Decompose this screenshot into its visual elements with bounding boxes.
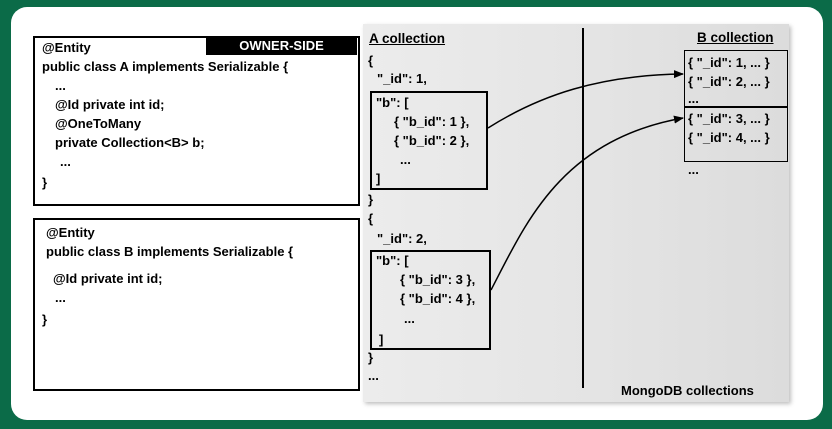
- entity-a-line-1: @Entity: [42, 40, 91, 55]
- entity-b-line-4: ...: [55, 290, 66, 305]
- doc1-ref-2: { "b_id": 2 },: [394, 133, 470, 148]
- b-group-2-ellipsis: ...: [688, 162, 699, 177]
- entity-b-line-2: public class B implements Serializable {: [46, 244, 294, 259]
- entity-a-line-7: ...: [60, 154, 71, 169]
- doc2-close-brace: }: [368, 350, 374, 365]
- entity-b-line-3: @Id private int id;: [53, 271, 163, 286]
- b-group-1-box: [684, 50, 788, 108]
- mongodb-collections-label: MongoDB collections: [621, 383, 754, 398]
- entity-a-line-2: public class A implements Serializable {: [42, 59, 289, 74]
- b-doc-3: { "_id": 3, ... }: [688, 111, 770, 126]
- entity-b-box: [33, 218, 360, 391]
- entity-a-line-6: private Collection<B> b;: [55, 135, 205, 150]
- doc2-ref-1: { "b_id": 3 },: [400, 272, 476, 287]
- entity-a-line-3: ...: [55, 78, 66, 93]
- b-doc-1: { "_id": 1, ... }: [688, 55, 770, 70]
- b-collection-heading: B collection: [697, 30, 774, 45]
- doc2-b-close: ]: [379, 332, 384, 347]
- entity-b-line-1: @Entity: [46, 225, 95, 240]
- entity-a-box: [33, 36, 360, 206]
- doc2-ref-2: { "b_id": 4 },: [400, 291, 476, 306]
- doc1-b-array-box: [370, 91, 488, 190]
- doc1-id-line: "_id": 1,: [377, 71, 427, 86]
- doc1-ellipsis: ...: [400, 152, 411, 167]
- doc2-ellipsis: ...: [404, 311, 415, 326]
- doc2-b-array-box: [370, 250, 491, 350]
- entity-a-line-5: @OneToMany: [55, 116, 142, 131]
- arrow-doc2-to-b: [490, 115, 684, 291]
- entity-a-line-4: @Id private int id;: [55, 97, 165, 112]
- owner-side-tag: OWNER-SIDE: [206, 36, 357, 55]
- arrow-doc1-to-b: [487, 70, 684, 129]
- entity-a-line-8: }: [42, 175, 48, 190]
- a-collection-trailing-ellipsis: ...: [368, 368, 379, 383]
- mongodb-panel: [363, 24, 789, 402]
- b-group-2-box: [684, 106, 788, 162]
- entity-b-line-5: }: [42, 312, 48, 327]
- doc1-ref-1: { "b_id": 1 },: [394, 114, 470, 129]
- doc2-id-line: "_id": 2,: [377, 231, 427, 246]
- b-group-1-ellipsis: ...: [688, 91, 699, 106]
- a-collection-heading: A collection: [369, 31, 446, 46]
- b-doc-2: { "_id": 2, ... }: [688, 74, 770, 89]
- doc2-open-brace: {: [368, 211, 374, 226]
- b-doc-4: { "_id": 4, ... }: [688, 130, 770, 145]
- doc1-open-brace: {: [368, 53, 374, 68]
- doc1-b-close: ]: [376, 171, 381, 186]
- doc1-close-brace: }: [368, 192, 374, 207]
- doc2-b-open: "b": [: [376, 253, 409, 268]
- doc1-b-open: "b": [: [376, 95, 409, 110]
